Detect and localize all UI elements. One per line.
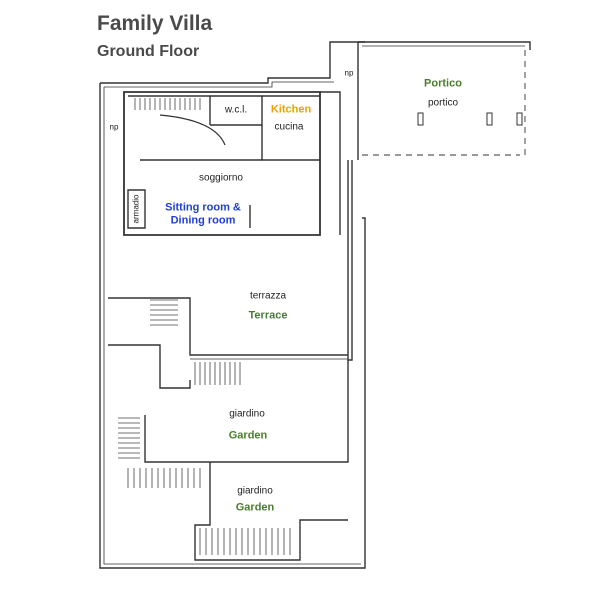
np-label-right: np xyxy=(344,68,354,78)
outer-wall-inner xyxy=(103,87,361,565)
np-label-left: np xyxy=(109,122,119,132)
kitchen-label-it: cucina xyxy=(274,121,304,133)
stairs-left-1 xyxy=(150,299,178,326)
terrace-label-it: terrazza xyxy=(249,290,287,302)
house-inner-wall xyxy=(123,91,321,236)
armadio-label: armadio xyxy=(131,194,141,224)
top-wall-inner xyxy=(104,81,334,88)
plan-title: Family Villa xyxy=(97,12,213,35)
stairs-house xyxy=(134,98,201,110)
garden2-label-en: Garden xyxy=(235,501,275,514)
armadio-box xyxy=(127,189,146,229)
stairs-garden-mid xyxy=(127,468,201,488)
portico-column xyxy=(516,112,523,126)
sitting-dining-label: Sitting room & Dining room xyxy=(165,201,241,226)
stairs-garden2 xyxy=(199,528,291,555)
portico-wall xyxy=(357,41,531,160)
soggiorno-label: soggiorno xyxy=(199,172,243,184)
top-wall xyxy=(100,41,365,84)
plan-subtitle: Ground Floor xyxy=(97,43,200,60)
garden1-label-en: Garden xyxy=(228,429,268,442)
stair-curve xyxy=(159,114,226,146)
garden1-lower xyxy=(144,360,349,463)
garden2-label-it: giardino xyxy=(237,485,273,497)
portico-column xyxy=(486,112,493,126)
garden2-wall xyxy=(194,462,348,561)
portico-column xyxy=(417,112,424,126)
portico-label-it: portico xyxy=(427,97,459,109)
terrace-label-en: Terrace xyxy=(248,309,288,322)
wc-label: w.c.l. xyxy=(224,104,248,116)
outer-wall xyxy=(99,83,366,569)
terrace-wall xyxy=(108,297,348,356)
stairs-terrace xyxy=(194,362,241,385)
right-column xyxy=(320,91,353,361)
portico-label-en: Portico xyxy=(424,77,462,90)
garden1-label-it: giardino xyxy=(229,408,265,420)
kitchen-label-en: Kitchen xyxy=(270,103,312,116)
stairs-garden1 xyxy=(118,417,140,459)
wc-walls xyxy=(210,95,263,126)
garden1-wall xyxy=(108,344,191,389)
